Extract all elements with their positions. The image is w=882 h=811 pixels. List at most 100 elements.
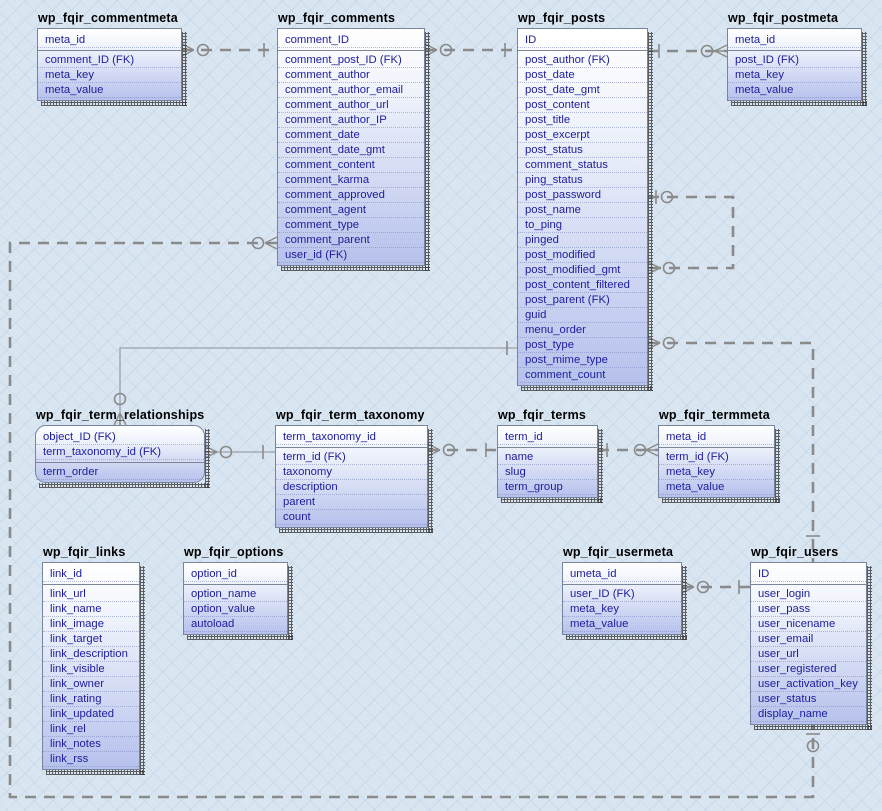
relationship-posts-postmeta[interactable] <box>648 44 728 58</box>
field-comment-date-gmt[interactable]: comment_date_gmt <box>278 143 424 158</box>
field-comment-karma[interactable]: comment_karma <box>278 173 424 188</box>
key-field-umeta-id[interactable]: umeta_id <box>563 567 681 582</box>
field-user-email[interactable]: user_email <box>751 632 866 647</box>
field-comment-author[interactable]: comment_author <box>278 68 424 83</box>
field-term-id-fk-[interactable]: term_id (FK) <box>659 450 774 465</box>
key-field-object-id-fk-[interactable]: object_ID (FK) <box>36 430 204 445</box>
field-parent[interactable]: parent <box>276 495 427 510</box>
field-comment-id-fk-[interactable]: comment_ID (FK) <box>38 53 181 68</box>
key-field-link-id[interactable]: link_id <box>43 567 139 582</box>
field-user-status[interactable]: user_status <box>751 692 866 707</box>
field-comment-content[interactable]: comment_content <box>278 158 424 173</box>
relationship-users-usermeta[interactable] <box>681 580 750 594</box>
relationship-term_taxonomy-term_relationships[interactable] <box>204 445 275 459</box>
field-term-id-fk-[interactable]: term_id (FK) <box>276 450 427 465</box>
key-field-meta-id[interactable]: meta_id <box>38 33 181 48</box>
relationship-line[interactable] <box>8 241 815 799</box>
field-ping-status[interactable]: ping_status <box>518 173 647 188</box>
field-pinged[interactable]: pinged <box>518 233 647 248</box>
field-guid[interactable]: guid <box>518 308 647 323</box>
relationship-comments-commentmeta[interactable] <box>181 43 277 57</box>
relationship-line[interactable] <box>119 347 517 425</box>
relationship-line[interactable] <box>648 341 815 563</box>
field-meta-key[interactable]: meta_key <box>659 465 774 480</box>
relationship-posts-self-parent[interactable] <box>647 190 735 275</box>
field-comment-type[interactable]: comment_type <box>278 218 424 233</box>
field-comment-count[interactable]: comment_count <box>518 368 647 383</box>
field-name[interactable]: name <box>498 450 597 465</box>
field-user-id-fk-[interactable]: user_ID (FK) <box>563 587 681 602</box>
field-post-parent-fk-[interactable]: post_parent (FK) <box>518 293 647 308</box>
field-post-modified-gmt[interactable]: post_modified_gmt <box>518 263 647 278</box>
relationship-posts-term_relationships[interactable] <box>113 341 517 426</box>
relationship-terms-termmeta[interactable] <box>598 443 659 457</box>
field-comment-approved[interactable]: comment_approved <box>278 188 424 203</box>
field-link-rss[interactable]: link_rss <box>43 752 139 767</box>
field-autoload[interactable]: autoload <box>184 617 287 632</box>
relationship-posts-comments[interactable] <box>424 43 517 57</box>
field-option-value[interactable]: option_value <box>184 602 287 617</box>
field-link-notes[interactable]: link_notes <box>43 737 139 752</box>
field-comment-author-ip[interactable]: comment_author_IP <box>278 113 424 128</box>
field-link-description[interactable]: link_description <box>43 647 139 662</box>
field-link-url[interactable]: link_url <box>43 587 139 602</box>
field-post-id-fk-[interactable]: post_ID (FK) <box>728 53 861 68</box>
field-meta-key[interactable]: meta_key <box>563 602 681 617</box>
key-field-id[interactable]: ID <box>751 567 866 582</box>
field-user-id-fk-[interactable]: user_id (FK) <box>278 248 424 263</box>
field-post-author-fk-[interactable]: post_author (FK) <box>518 53 647 68</box>
field-link-visible[interactable]: link_visible <box>43 662 139 677</box>
field-post-date[interactable]: post_date <box>518 68 647 83</box>
field-post-type[interactable]: post_type <box>518 338 647 353</box>
field-link-updated[interactable]: link_updated <box>43 707 139 722</box>
field-display-name[interactable]: display_name <box>751 707 866 722</box>
field-post-name[interactable]: post_name <box>518 203 647 218</box>
key-field-id[interactable]: ID <box>518 33 647 48</box>
field-post-password[interactable]: post_password <box>518 188 647 203</box>
field-user-activation-key[interactable]: user_activation_key <box>751 677 866 692</box>
relationship-line[interactable] <box>648 195 735 270</box>
field-user-registered[interactable]: user_registered <box>751 662 866 677</box>
field-comment-post-id-fk-[interactable]: comment_post_ID (FK) <box>278 53 424 68</box>
field-post-content[interactable]: post_content <box>518 98 647 113</box>
field-count[interactable]: count <box>276 510 427 525</box>
key-field-comment-id[interactable]: comment_ID <box>278 33 424 48</box>
field-meta-value[interactable]: meta_value <box>563 617 681 632</box>
field-slug[interactable]: slug <box>498 465 597 480</box>
field-comment-agent[interactable]: comment_agent <box>278 203 424 218</box>
field-post-excerpt[interactable]: post_excerpt <box>518 128 647 143</box>
field-comment-author-url[interactable]: comment_author_url <box>278 98 424 113</box>
field-comment-status[interactable]: comment_status <box>518 158 647 173</box>
relationship-terms-term_taxonomy[interactable] <box>427 443 497 457</box>
field-user-pass[interactable]: user_pass <box>751 602 866 617</box>
field-taxonomy[interactable]: taxonomy <box>276 465 427 480</box>
field-link-name[interactable]: link_name <box>43 602 139 617</box>
field-meta-key[interactable]: meta_key <box>728 68 861 83</box>
field-meta-value[interactable]: meta_value <box>728 83 861 98</box>
field-post-title[interactable]: post_title <box>518 113 647 128</box>
field-post-status[interactable]: post_status <box>518 143 647 158</box>
key-field-term-taxonomy-id-fk-[interactable]: term_taxonomy_id (FK) <box>36 445 204 460</box>
relationship-users-comments-userid[interactable] <box>8 236 820 799</box>
field-comment-date[interactable]: comment_date <box>278 128 424 143</box>
key-field-meta-id[interactable]: meta_id <box>728 33 861 48</box>
field-link-owner[interactable]: link_owner <box>43 677 139 692</box>
field-meta-key[interactable]: meta_key <box>38 68 181 83</box>
field-menu-order[interactable]: menu_order <box>518 323 647 338</box>
field-term-group[interactable]: term_group <box>498 480 597 495</box>
field-user-url[interactable]: user_url <box>751 647 866 662</box>
field-post-modified[interactable]: post_modified <box>518 248 647 263</box>
field-link-rel[interactable]: link_rel <box>43 722 139 737</box>
key-field-term-id[interactable]: term_id <box>498 430 597 445</box>
field-user-nicename[interactable]: user_nicename <box>751 617 866 632</box>
field-link-target[interactable]: link_target <box>43 632 139 647</box>
